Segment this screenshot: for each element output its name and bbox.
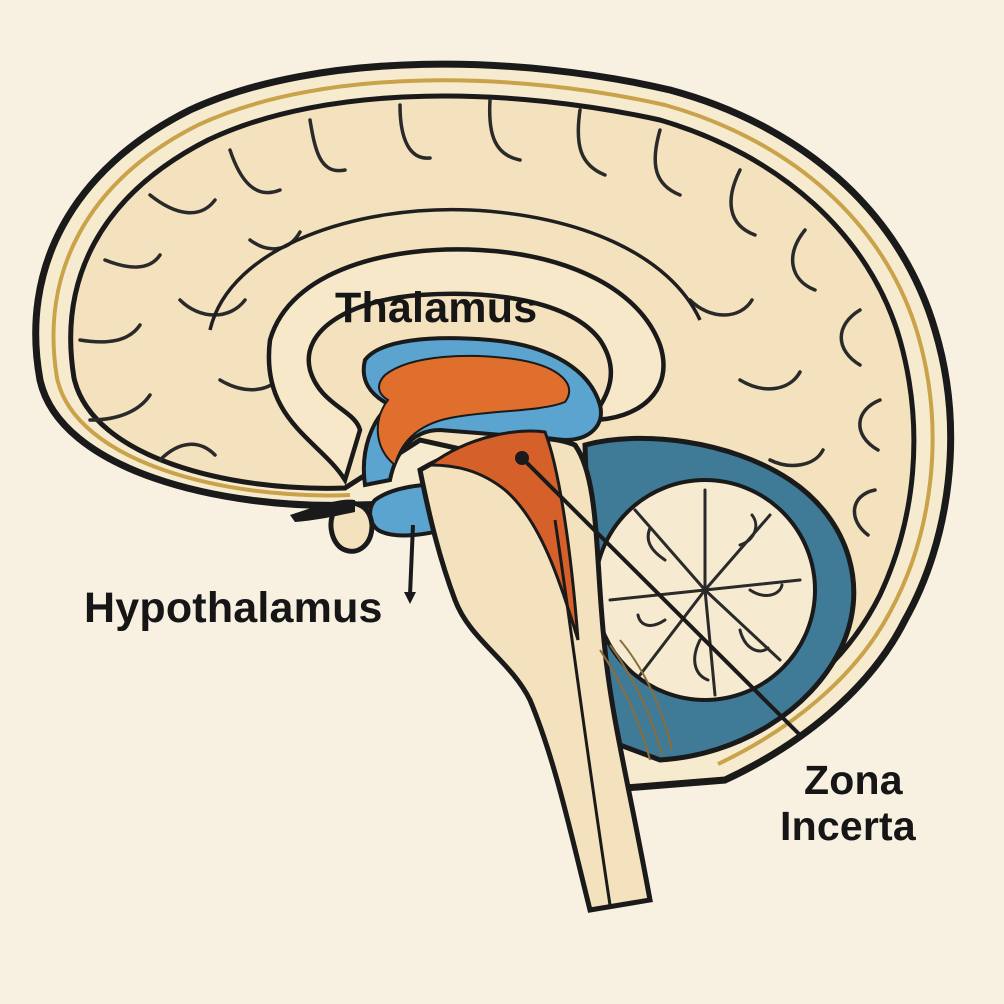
zona-incerta-label: Zona Incerta — [780, 757, 916, 850]
cingulate-sulcus — [208, 207, 702, 331]
midbrain-orange — [425, 429, 580, 641]
meninges-line — [51, 78, 935, 766]
hypothalamus-label: Hypothalamus — [84, 584, 383, 632]
stalk-shadow — [290, 499, 355, 522]
zona-incerta-pointer — [520, 456, 802, 737]
thalamus-region — [376, 354, 571, 467]
cerebellum — [593, 478, 817, 702]
spinal-canal — [553, 519, 612, 906]
pons — [599, 639, 673, 761]
zona-incerta-label-line1: Zona — [804, 757, 903, 803]
hypothalamus-pointer — [408, 524, 415, 596]
hypothalamus-pointer-tip — [404, 592, 416, 604]
cortex-folds — [78, 98, 882, 537]
pituitary — [328, 500, 375, 554]
thalamus-label: Thalamus — [335, 284, 538, 332]
corpus-callosum — [266, 247, 666, 486]
zona-incerta-label-line2: Incerta — [780, 802, 916, 849]
